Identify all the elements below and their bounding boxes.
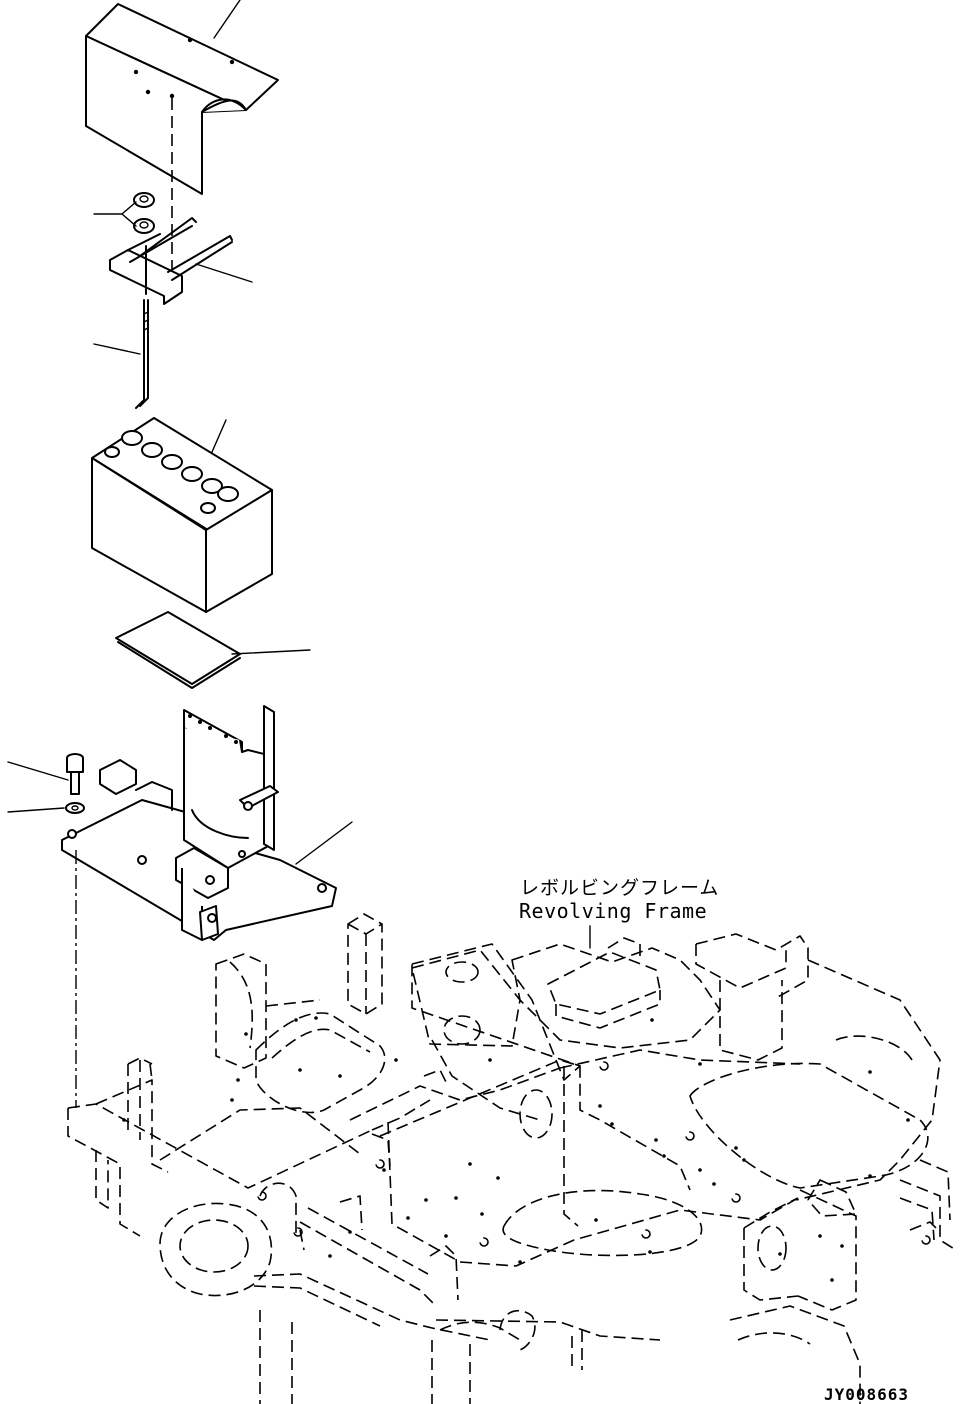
revolving-frame [67,913,957,1404]
leader-lines [7,0,353,865]
battery-pad [115,611,241,689]
battery-cover [85,3,279,195]
frame-label-english: Revolving Frame [519,899,708,923]
battery-bracket [61,705,337,941]
frame-label-japanese: レボルビングフレーム [520,877,720,899]
battery [91,417,273,613]
battery-clamp-assembly [109,98,233,409]
drawing-number: JY008663 [824,1385,910,1404]
bolt-and-washer [65,753,85,814]
